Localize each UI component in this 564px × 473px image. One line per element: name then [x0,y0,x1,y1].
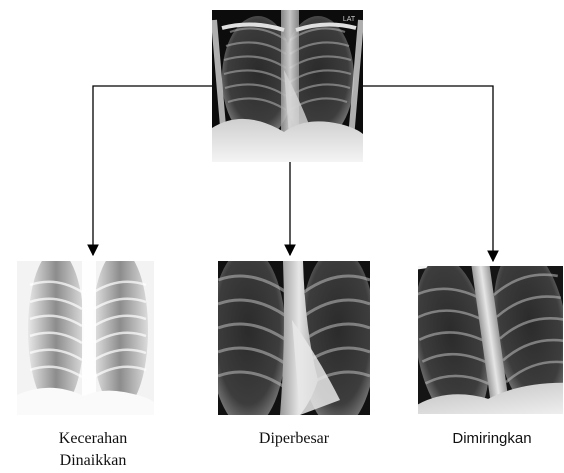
label-rotated: Dimiringkan [424,428,560,450]
source-xray-image: LAT [212,10,363,162]
connector-right [363,86,493,261]
brightened-xray-image [17,250,154,415]
label-zoomed: Diperbesar [226,428,362,450]
label-brightened: Kecerahan Dinaikkan [25,428,161,472]
zoomed-xray-image [210,248,376,428]
rotated-xray-image [393,241,564,443]
source-marker-text: LAT [343,16,356,23]
connector-left [93,86,212,255]
